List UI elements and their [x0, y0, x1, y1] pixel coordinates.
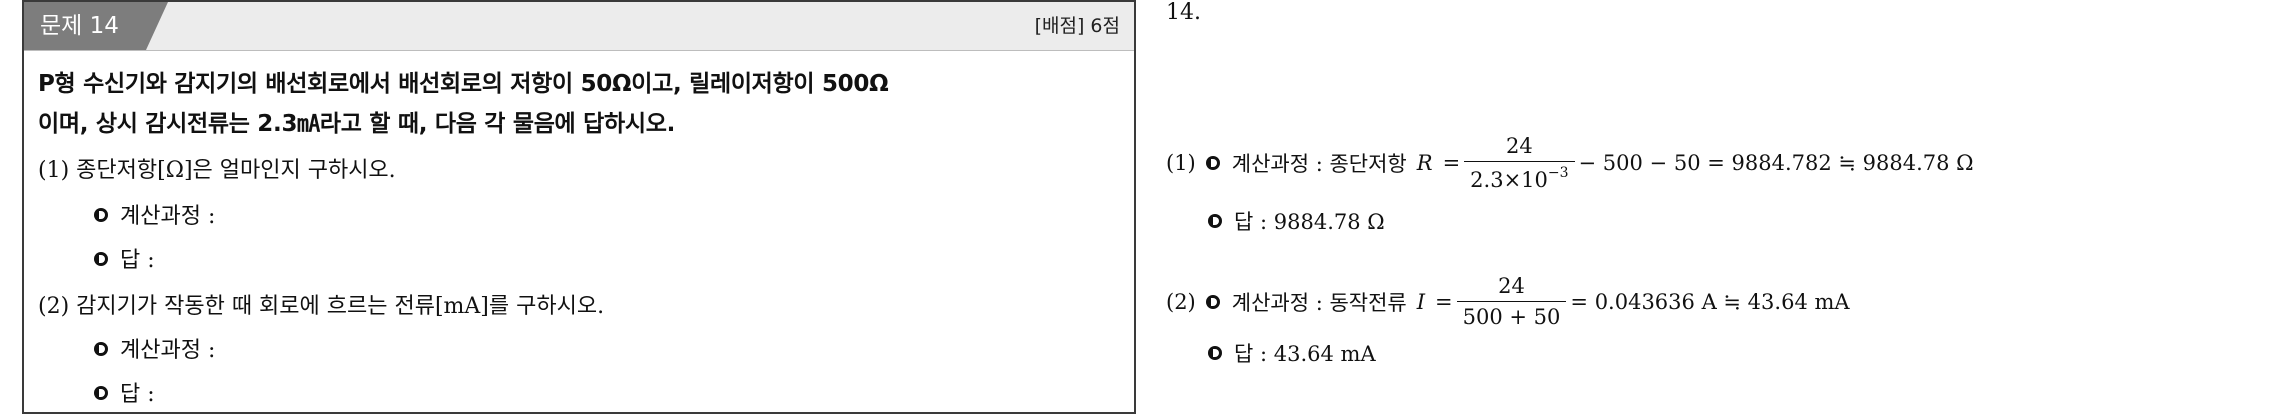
solution-part2-answer: 답 : 43.64 mA: [1166, 338, 1376, 368]
solution-part2-calc: (2) 계산과정 : 동작전류 I = 24 500 + 50 = 0.0436…: [1166, 274, 1850, 329]
denominator-exponent: −3: [1547, 165, 1569, 181]
bullet-icon: [1208, 346, 1222, 360]
part1-answer-line: 답 :: [94, 242, 155, 274]
part2-answer-line: 답 :: [94, 376, 155, 408]
part1-prompt: (1) 종단저항[Ω]은 얼마인지 구하시오.: [38, 158, 396, 183]
solution-part2-answer-text: 답 : 43.64 mA: [1234, 342, 1376, 366]
solution-part2-var: I: [1416, 289, 1426, 314]
solution-part1-answer-text: 답 : 9884.78 Ω: [1234, 210, 1385, 234]
bullet-icon: [94, 208, 108, 222]
solution-part2-fraction: 24 500 + 50: [1456, 274, 1567, 329]
stem-line-1: P형 수신기와 감지기의 배선회로에서 배선회로의 저항이 50Ω이고, 릴레이…: [38, 71, 889, 97]
solution-part1-calc: (1) 계산과정 : 종단저항 R = 24 2.3×10−3 − 500 − …: [1166, 134, 1974, 192]
solution-part1-calc-prefix: 계산과정 : 종단저항: [1231, 152, 1407, 176]
question-box: 문제 14 [배점] 6점 P형 수신기와 감지기의 배선회로에서 배선회로의 …: [22, 0, 1136, 414]
part2-calc-label: 계산과정 :: [120, 338, 216, 363]
stem-line-2: 이며, 상시 감시전류는 2.3㎃라고 할 때, 다음 각 물음에 답하시오.: [38, 111, 676, 137]
solution-part1-eq: =: [1442, 151, 1461, 175]
solution-number: 14.: [1166, 0, 1201, 25]
solution-part2-index: (2): [1166, 289, 1196, 314]
fraction-denominator: 2.3×10−3: [1464, 161, 1575, 192]
part2-calc-line: 계산과정 :: [94, 332, 215, 364]
fraction-numerator: 24: [1498, 274, 1525, 298]
solution-part1-answer: 답 : 9884.78 Ω: [1166, 206, 1385, 236]
solution-part1-index: (1): [1166, 151, 1196, 175]
question-stem: P형 수신기와 감지기의 배선회로에서 배선회로의 저항이 50Ω이고, 릴레이…: [38, 64, 1128, 144]
bullet-icon: [94, 342, 108, 356]
bullet-icon: [1205, 294, 1220, 309]
part1-answer-label: 답 :: [120, 248, 155, 273]
fraction-denominator: 500 + 50: [1456, 301, 1567, 329]
part2-answer-label: 답 :: [120, 382, 155, 407]
question-header: 문제 14 [배점] 6점: [24, 2, 1134, 51]
bullet-icon: [1208, 214, 1222, 228]
fraction-numerator: 24: [1505, 134, 1533, 158]
denominator-base: 2.3×10: [1470, 168, 1548, 192]
solution-part1-rest: − 500 − 50 = 9884.782 ≒ 9884.78 Ω: [1578, 151, 1974, 175]
solution-part1-fraction: 24 2.3×10−3: [1464, 134, 1575, 192]
solution-part1-var: R: [1416, 151, 1433, 175]
bullet-icon: [94, 386, 108, 400]
part1-calc-label: 계산과정 :: [120, 204, 216, 229]
question-number: 문제 14: [24, 2, 168, 50]
part2-prompt: (2) 감지기가 작동한 때 회로에 흐르는 전류[mA]를 구하시오.: [38, 294, 605, 319]
solution-part2-rest: = 0.043636 A ≒ 43.64 mA: [1570, 289, 1850, 314]
solution-part2-calc-prefix: 계산과정 : 동작전류: [1231, 290, 1407, 315]
solution-part2-eq: =: [1435, 289, 1453, 314]
part1-calc-line: 계산과정 :: [94, 198, 215, 230]
question-score: [배점] 6점: [1034, 15, 1120, 37]
bullet-icon: [1205, 156, 1220, 170]
bullet-icon: [94, 252, 108, 266]
